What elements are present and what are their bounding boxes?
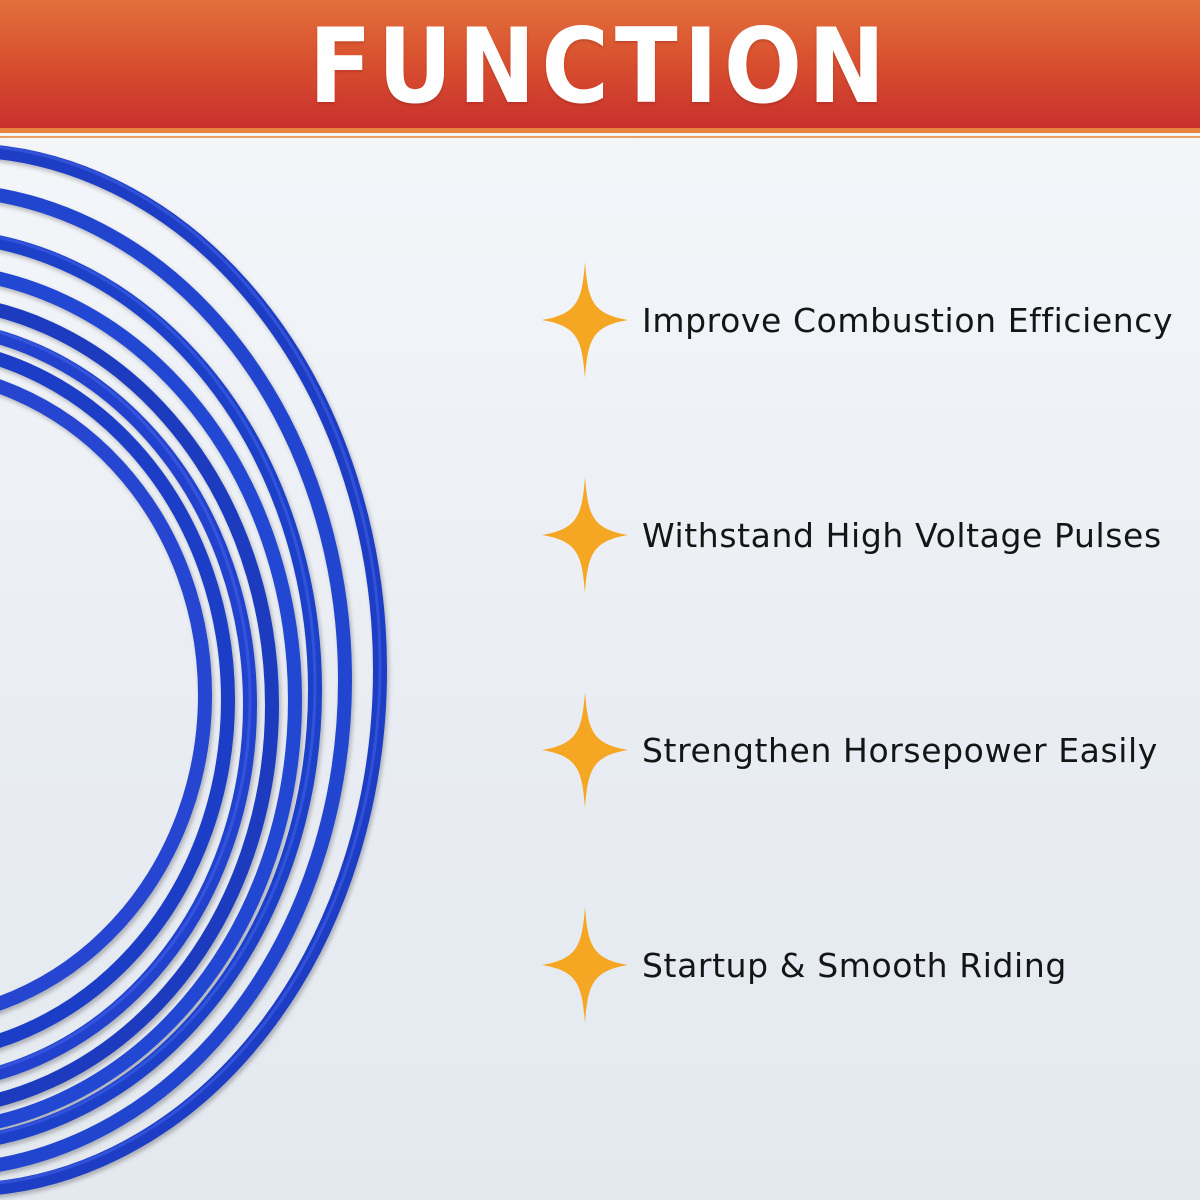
cable-loop bbox=[0, 330, 257, 1080]
feature-label: Withstand High Voltage Pulses bbox=[642, 515, 1162, 555]
feature-list: Improve Combustion Efficiency Withstand … bbox=[540, 260, 1190, 1120]
feature-label: Startup & Smooth Riding bbox=[642, 945, 1067, 985]
feature-item: Strengthen Horsepower Easily bbox=[540, 690, 1190, 810]
sparkle-icon bbox=[542, 262, 628, 378]
page-title: FUNCTION bbox=[308, 6, 892, 126]
feature-label: Strengthen Horsepower Easily bbox=[642, 730, 1158, 770]
cable-loop bbox=[0, 303, 279, 1107]
cable-loop bbox=[0, 145, 387, 1195]
cable-loop bbox=[0, 235, 322, 1145]
header-divider bbox=[0, 128, 1200, 133]
header-banner: FUNCTION bbox=[0, 0, 1200, 128]
sparkle-icon bbox=[542, 692, 628, 808]
feature-item: Startup & Smooth Riding bbox=[540, 905, 1190, 1025]
sparkle-icon bbox=[542, 477, 628, 593]
feature-item: Withstand High Voltage Pulses bbox=[540, 475, 1190, 595]
sparkle-icon bbox=[542, 907, 628, 1023]
header-divider-thin bbox=[0, 136, 1200, 138]
cable-loop bbox=[0, 379, 212, 1011]
feature-label: Improve Combustion Efficiency bbox=[642, 300, 1174, 340]
cable-loop bbox=[0, 352, 235, 1048]
cable-loop bbox=[0, 188, 352, 1172]
feature-item: Improve Combustion Efficiency bbox=[540, 260, 1190, 380]
cable-loop bbox=[0, 271, 302, 1129]
